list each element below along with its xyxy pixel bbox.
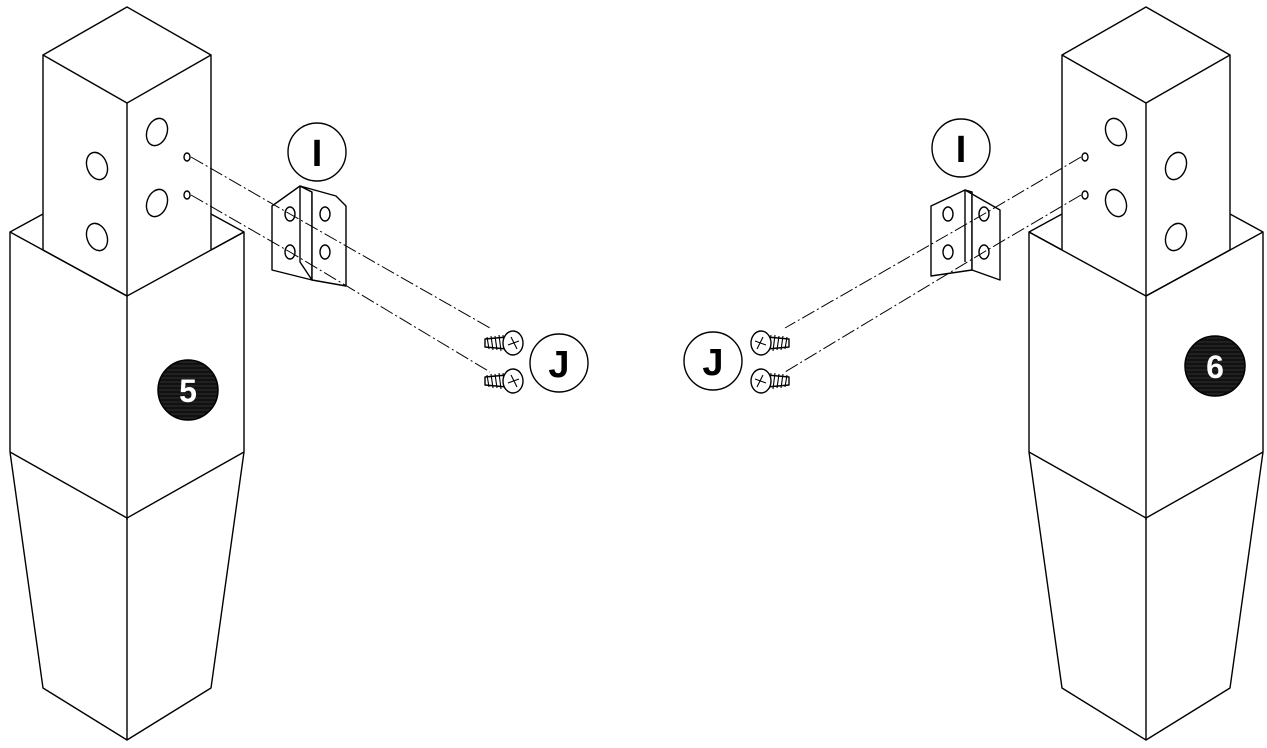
svg-text:J: J xyxy=(702,342,723,384)
left-screw-top xyxy=(484,330,524,356)
left-screw-bottom xyxy=(484,368,524,394)
right-screw-callout: J xyxy=(683,331,743,391)
right-bracket-callout: I xyxy=(931,118,991,178)
left-corner-bracket xyxy=(271,185,347,287)
left-leg xyxy=(9,6,245,741)
left-bracket-callout: I xyxy=(287,122,347,182)
left-screw-callout: J xyxy=(529,333,589,393)
svg-text:I: I xyxy=(956,129,967,171)
svg-text:5: 5 xyxy=(179,373,197,409)
svg-text:6: 6 xyxy=(1206,349,1224,385)
svg-text:J: J xyxy=(548,344,569,386)
left-leg-badge: 5 xyxy=(157,359,219,421)
right-corner-bracket xyxy=(930,189,1001,281)
right-leg-badge: 6 xyxy=(1184,335,1246,397)
right-screw-bottom xyxy=(750,368,790,394)
svg-text:I: I xyxy=(312,133,323,175)
right-leg xyxy=(1028,6,1264,741)
right-screw-top xyxy=(750,330,790,356)
